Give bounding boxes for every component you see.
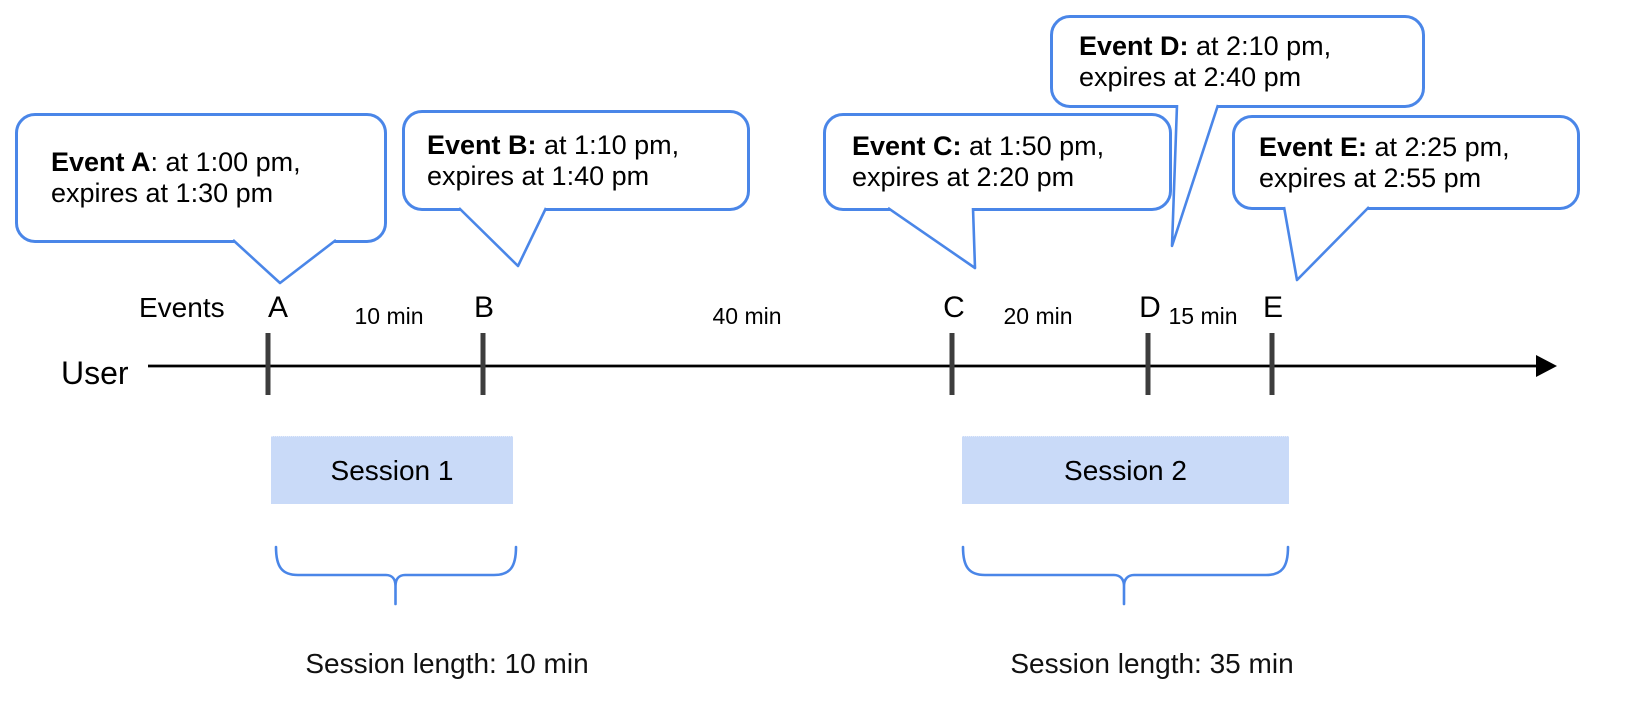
event-bubble-b: Event B: at 1:10 pm, expires at 1:40 pm xyxy=(402,110,750,211)
bubble-tail-e xyxy=(1282,206,1370,282)
event-a-title: Event A xyxy=(51,147,151,177)
session-2-length-label: Session length: 35 min xyxy=(1010,648,1294,679)
session-1-label: Session 1 xyxy=(330,454,454,486)
session-2-label: Session 2 xyxy=(1064,454,1187,486)
session-2-brace xyxy=(961,545,1290,606)
event-d-title: Event D: xyxy=(1079,30,1189,61)
bubble-tail-c xyxy=(887,206,977,270)
event-e-line2: expires at 2:55 pm xyxy=(1259,162,1482,193)
event-b-line2: expires at 1:40 pm xyxy=(427,160,650,191)
event-b-time: at 1:10 pm, xyxy=(536,129,680,160)
timeline-arrowhead xyxy=(1536,355,1557,377)
interval-label-c-d: 20 min xyxy=(1003,303,1073,329)
events-axis-label: Events xyxy=(139,292,225,323)
event-e-title: Event E: xyxy=(1259,131,1368,162)
event-c-line2: expires at 2:20 pm xyxy=(852,162,1075,192)
tick-d xyxy=(1145,333,1151,395)
session-1-brace xyxy=(274,545,518,606)
session-2-box: Session 2 xyxy=(962,436,1289,504)
event-c-line1: Event C: at 1:50 pm, xyxy=(852,131,1169,162)
bubble-tail-d xyxy=(1170,104,1220,248)
tick-a xyxy=(265,333,271,395)
interval-label-d-e: 15 min xyxy=(1168,303,1238,329)
tick-c xyxy=(949,333,955,395)
event-a-time: : at 1:00 pm, xyxy=(150,147,301,177)
event-a-line2: expires at 1:30 pm xyxy=(51,178,274,208)
tick-e xyxy=(1269,333,1275,395)
interval-label-b-c: 40 min xyxy=(712,303,782,329)
event-letter-a: A xyxy=(267,291,288,324)
event-e-line1: Event E: at 2:25 pm, xyxy=(1259,132,1577,163)
event-bubble-a: Event A: at 1:00 pm, expires at 1:30 pm xyxy=(15,113,387,243)
bubble-tail-b xyxy=(458,207,548,268)
event-c-title: Event C: xyxy=(852,131,962,161)
event-bubble-d: Event D: at 2:10 pm, expires at 2:40 pm xyxy=(1050,15,1425,108)
event-b-title: Event B: xyxy=(427,129,537,160)
event-c-time: at 1:50 pm, xyxy=(961,131,1105,161)
event-b-line1: Event B: at 1:10 pm, xyxy=(427,130,747,161)
event-bubble-c: Event C: at 1:50 pm, expires at 2:20 pm xyxy=(823,113,1172,211)
user-axis-label: User xyxy=(61,355,129,391)
event-d-line1: Event D: at 2:10 pm, xyxy=(1079,31,1422,62)
event-letter-d: D xyxy=(1139,291,1161,324)
event-bubble-e: Event E: at 2:25 pm, expires at 2:55 pm xyxy=(1232,115,1580,210)
session-1-length-label: Session length: 10 min xyxy=(305,648,589,679)
event-e-time: at 2:25 pm, xyxy=(1367,131,1510,162)
event-letter-b: B xyxy=(473,291,494,324)
event-a-line1: Event A: at 1:00 pm, xyxy=(51,147,384,178)
bubble-tail-a xyxy=(232,238,337,285)
event-d-time: at 2:10 pm, xyxy=(1188,30,1332,61)
interval-label-a-b: 10 min xyxy=(354,303,424,329)
session-1-box: Session 1 xyxy=(271,436,513,504)
event-letter-e: E xyxy=(1262,291,1283,324)
tick-b xyxy=(480,333,486,395)
event-d-line2: expires at 2:40 pm xyxy=(1079,61,1302,92)
event-letter-c: C xyxy=(943,291,965,324)
